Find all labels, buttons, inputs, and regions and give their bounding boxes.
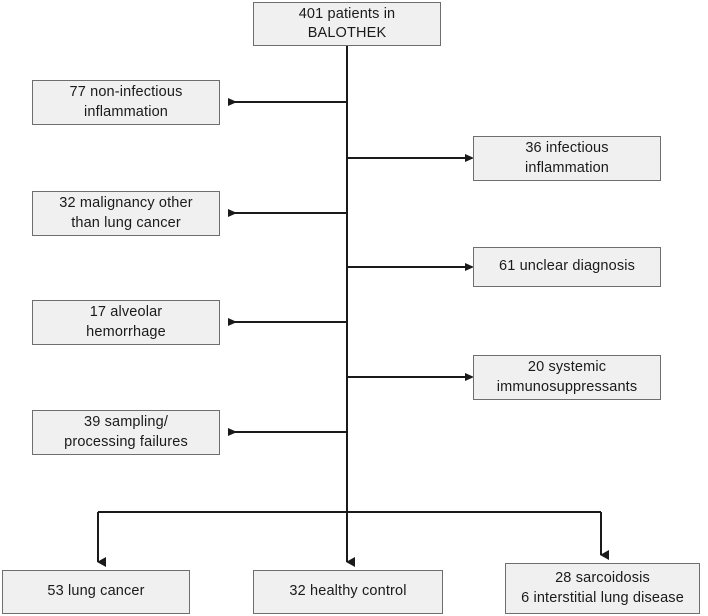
node-lung-cancer: 53 lung cancer [2, 570, 190, 614]
node-root-label: 401 patients in BALOTHEK [298, 5, 396, 41]
node-lung-cancer-label: 53 lung cancer [47, 583, 145, 600]
node-non-infectious-inflammation-label: 77 non-infectious inflammation [69, 84, 183, 120]
node-systemic-immunosuppressants-label: 20 systemic immunosuppressants [496, 359, 638, 395]
node-sarcoidosis-ild-label: 28 sarcoidosis 6 interstitial lung disea… [521, 570, 684, 606]
node-infectious-inflammation-label: 36 infectious inflammation [525, 140, 609, 176]
node-healthy-control: 32 healthy control [253, 570, 443, 614]
node-sarcoidosis-ild: 28 sarcoidosis 6 interstitial lung disea… [505, 563, 700, 614]
node-non-infectious-inflammation: 77 non-infectious inflammation [32, 80, 220, 125]
node-alveolar-hemorrhage-label: 17 alveolar hemorrhage [86, 304, 166, 340]
node-root: 401 patients in BALOTHEK [253, 2, 441, 46]
node-alveolar-hemorrhage: 17 alveolar hemorrhage [32, 300, 220, 345]
node-sampling-failures-label: 39 sampling/ processing failures [64, 414, 188, 450]
node-malignancy-other-label: 32 malignancy other than lung cancer [59, 195, 193, 231]
node-systemic-immunosuppressants: 20 systemic immunosuppressants [473, 355, 661, 400]
node-healthy-control-label: 32 healthy control [289, 583, 407, 600]
node-unclear-diagnosis-label: 61 unclear diagnosis [498, 258, 635, 275]
node-malignancy-other: 32 malignancy other than lung cancer [32, 191, 220, 236]
node-sampling-failures: 39 sampling/ processing failures [32, 410, 220, 455]
node-unclear-diagnosis: 61 unclear diagnosis [473, 247, 661, 287]
node-infectious-inflammation: 36 infectious inflammation [473, 136, 661, 181]
